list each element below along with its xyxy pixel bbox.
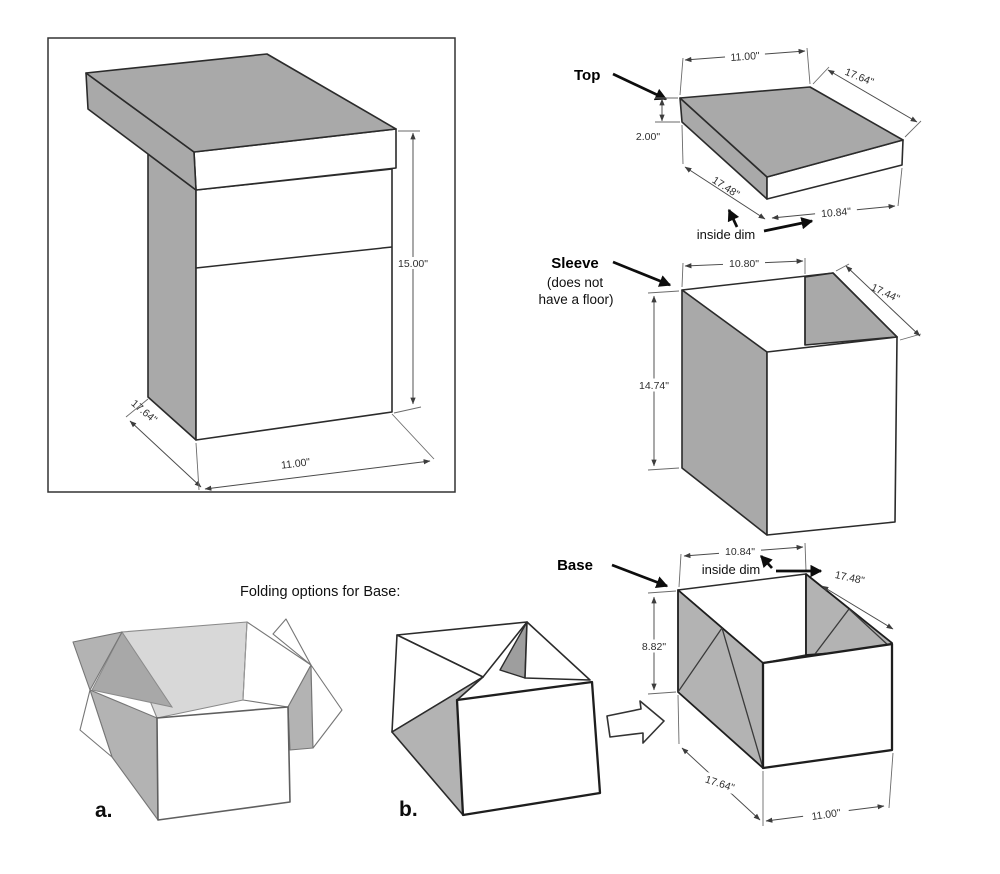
assembled-sleeve-base-seam	[195, 246, 393, 269]
sleeve-depth-dim-line	[845, 265, 921, 337]
top-piece-figure: Top 11.00" 17.64" 2.00" 17.48" 10.84"	[574, 47, 922, 242]
fold-a-top-right-flap	[272, 618, 312, 666]
base-inside-note-arrow-up	[760, 555, 773, 569]
assembled-box-figure: 15.00" 17.64" 11.00"	[47, 37, 456, 493]
base-figure: Base 10.84" inside dim 17.48" 8.82" 1	[557, 542, 894, 826]
fold-a-right-wing	[310, 664, 343, 749]
base-height-dim: 8.82"	[635, 639, 673, 653]
base-inner-right-wall	[805, 573, 893, 656]
assembled-height-dim: 15.00"	[393, 257, 433, 270]
assembled-body-front-face	[195, 168, 393, 441]
svg-text:10.80": 10.80"	[729, 258, 759, 270]
top-label: Top	[574, 67, 600, 84]
folding-option-a-figure: a.	[72, 618, 343, 822]
assembled-width-dim-line	[204, 459, 431, 491]
svg-text:8.82": 8.82"	[642, 641, 666, 653]
fold-a-front-panel	[156, 706, 291, 821]
assembled-lid-top-face	[85, 53, 397, 153]
sleeve-label-arrow	[612, 260, 672, 287]
fold-b-front-panel	[455, 680, 602, 817]
assembled-width-dim: 11.00"	[280, 456, 311, 472]
fold-to-base-arrow-icon	[606, 700, 665, 744]
top-inside-depth-dim-line	[684, 166, 766, 220]
sleeve-note-line2: have a floor)	[538, 292, 613, 307]
base-width-dim: 11.00"	[802, 804, 850, 824]
sleeve-depth-dim: 17.44"	[869, 282, 902, 306]
top-thickness-dim: 2.00"	[636, 131, 660, 143]
base-label: Base	[557, 557, 593, 574]
folding-options-title: Folding options for Base:	[240, 584, 400, 600]
top-label-arrow	[612, 72, 668, 101]
base-inside-width-dim: 10.84"	[719, 545, 761, 558]
base-left-fold-line-2	[721, 627, 764, 769]
top-inside-width-dim: 10.84"	[814, 204, 858, 221]
base-inside-depth-dim-line	[821, 585, 894, 630]
base-front-face	[761, 642, 894, 770]
sleeve-note-line1: (does not	[547, 275, 604, 290]
assembled-depth-dim-line	[129, 420, 202, 488]
fold-a-label: a.	[95, 799, 113, 822]
base-inside-depth-dim: 17.48"	[834, 569, 866, 587]
fold-b-right-flap	[524, 621, 591, 681]
folding-options-section: Folding options for Base: a. b.	[72, 584, 602, 822]
fold-b-label: b.	[399, 798, 418, 821]
base-inside-note: inside dim	[702, 562, 761, 577]
top-depth-dim-line	[827, 69, 918, 123]
fold-a-inner-edge	[242, 621, 248, 701]
sleeve-height-dim: 14.74"	[633, 378, 675, 392]
fold-a-left-wing	[72, 631, 123, 691]
base-depth-dim: 17.64"	[697, 770, 743, 796]
base-left-fold-line-1	[677, 627, 723, 693]
svg-text:15.00": 15.00"	[398, 258, 428, 270]
sleeve-width-dim: 10.80"	[723, 257, 765, 270]
svg-text:17.64": 17.64"	[704, 774, 737, 795]
fold-a-inner-shadow	[91, 631, 174, 708]
sleeve-inner-right-wall	[804, 272, 898, 346]
sleeve-front-face	[766, 336, 898, 536]
svg-text:11.00": 11.00"	[811, 807, 842, 823]
assembled-body-left-face	[147, 153, 197, 441]
sleeve-label: Sleeve	[551, 255, 599, 272]
svg-text:14.74": 14.74"	[639, 380, 669, 392]
folding-option-b-figure: b.	[391, 621, 602, 821]
base-label-arrow	[611, 563, 669, 589]
fold-a-lower-left-flap	[79, 689, 113, 758]
svg-text:10.84": 10.84"	[725, 546, 755, 558]
sleeve-figure: Sleeve (does not have a floor) 10.80" 17…	[538, 255, 922, 536]
top-inside-note-arrow-right	[763, 217, 814, 233]
svg-text:11.00": 11.00"	[730, 50, 760, 64]
svg-text:10.84": 10.84"	[821, 206, 852, 221]
top-inside-note-arrow-up	[727, 208, 740, 228]
top-width-dim: 11.00"	[724, 48, 766, 64]
top-depth-dim: 17.64"	[843, 66, 876, 88]
top-inside-note: inside dim	[697, 227, 756, 242]
top-inside-depth-dim: 17.48"	[710, 174, 742, 201]
